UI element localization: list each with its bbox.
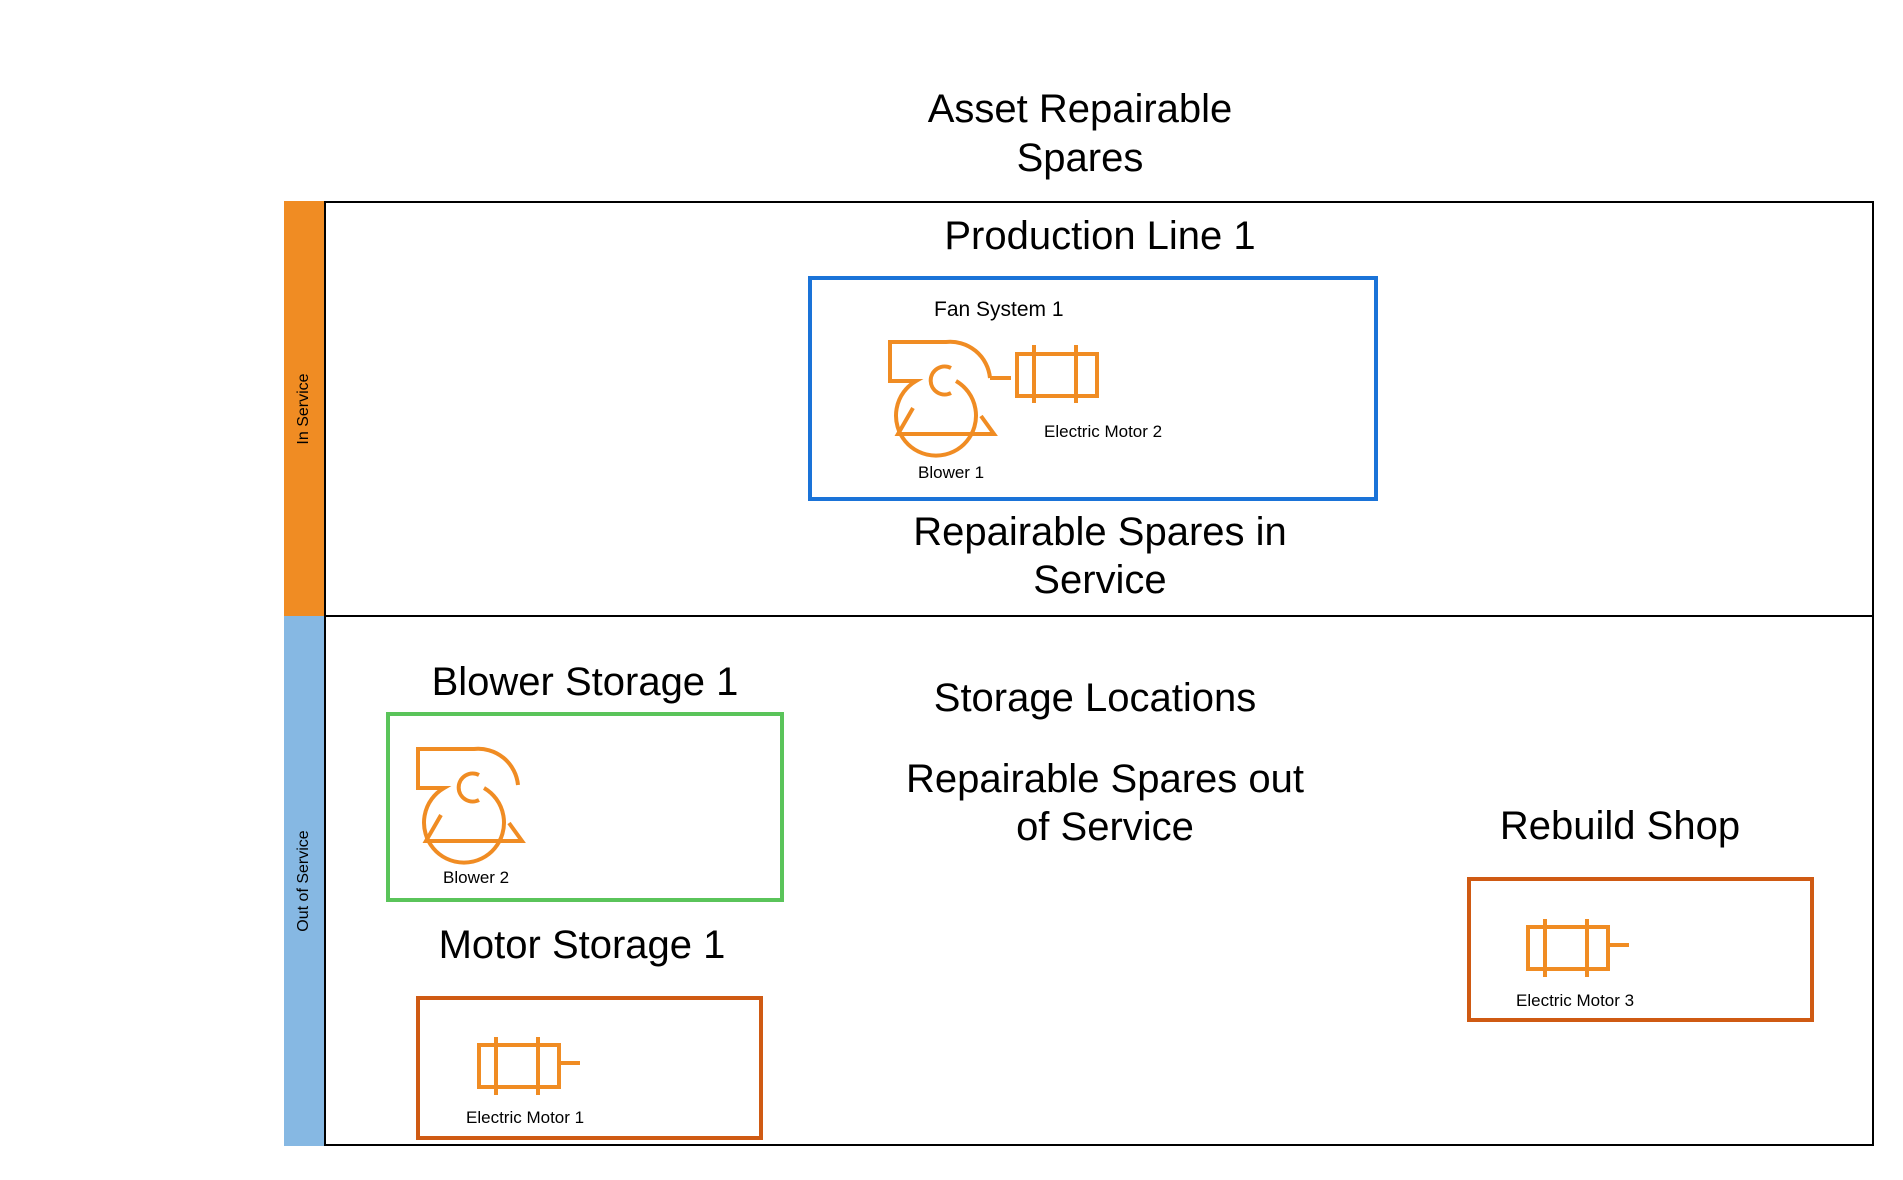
electric-motor-icon	[1526, 919, 1629, 977]
blower-icon	[888, 339, 1011, 458]
lane-out-of-service-label: Out of Service	[295, 830, 312, 932]
blower-icon	[416, 746, 526, 865]
motor-storage-title: Motor Storage 1	[438, 923, 726, 967]
in-service-caption-line-1: Repairable Spares in	[913, 510, 1287, 554]
blower-1-label: Blower 1	[918, 463, 985, 482]
diagram-title-line-2: Spares	[1016, 136, 1144, 180]
electric-motor-1-label: Electric Motor 1	[466, 1108, 585, 1127]
electric-motor-icon	[477, 1037, 580, 1095]
electric-motor-3-label: Electric Motor 3	[1516, 991, 1635, 1010]
electric-motor-icon	[1015, 345, 1099, 403]
rebuild-shop-box	[1467, 877, 1814, 1022]
lane-in-service-label: In Service	[295, 372, 312, 445]
storage-locations-title: Storage Locations	[933, 676, 1257, 720]
lane-in-service: In Service	[284, 201, 326, 616]
diagram-title: Asset Repairable Spares	[870, 85, 1290, 183]
blower-storage-title: Blower Storage 1	[431, 660, 739, 704]
in-service-caption-line-2: Service	[1033, 558, 1167, 602]
fan-system-label: Fan System 1	[934, 298, 1064, 321]
diagram-title-line-1: Asset Repairable	[927, 87, 1233, 131]
electric-motor-2-label: Electric Motor 2	[1044, 422, 1163, 441]
fan-system-box	[808, 276, 1378, 501]
lane-divider	[284, 615, 1874, 617]
out-of-service-caption-line-2: of Service	[1016, 805, 1194, 849]
production-line-title: Production Line 1	[944, 214, 1256, 258]
blower-2-label: Blower 2	[443, 868, 510, 887]
blower-storage-box	[386, 712, 784, 902]
out-of-service-caption-line-1: Repairable Spares out	[905, 757, 1305, 801]
lane-out-of-service: Out of Service	[284, 616, 326, 1146]
out-of-service-caption: Repairable Spares out of Service	[880, 755, 1330, 851]
motor-storage-box	[416, 996, 763, 1140]
rebuild-shop-title: Rebuild Shop	[1499, 804, 1741, 848]
in-service-caption: Repairable Spares in Service	[880, 508, 1320, 604]
